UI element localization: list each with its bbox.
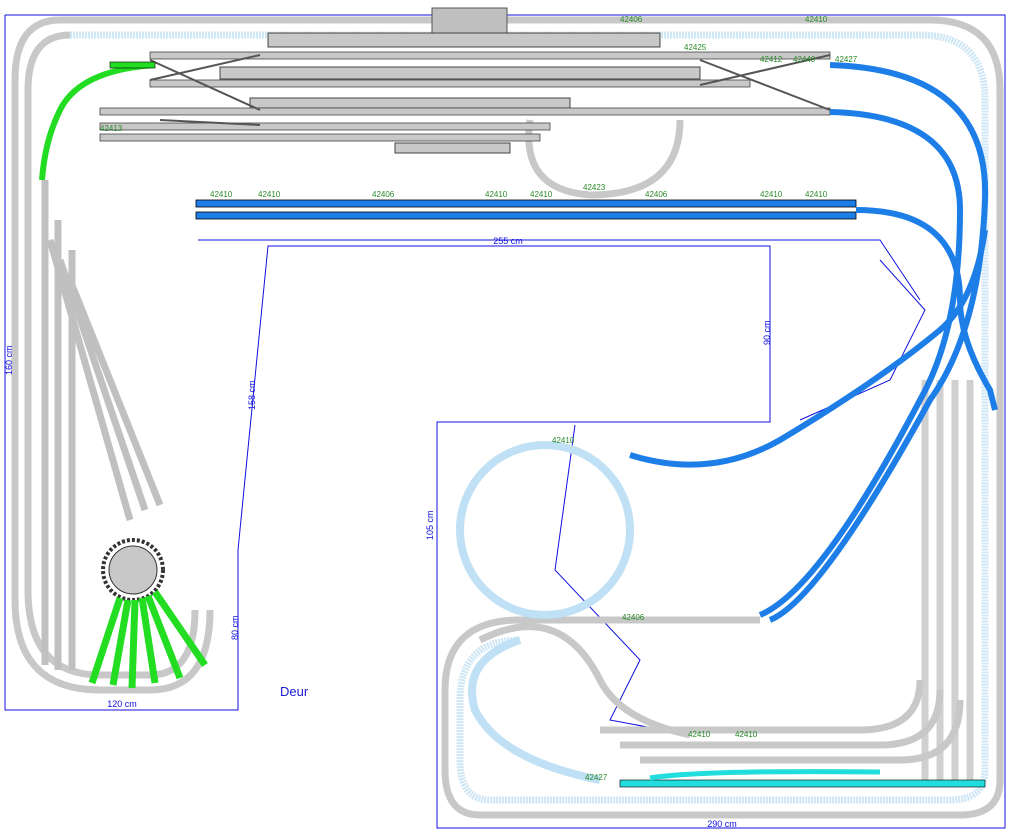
dimension-line-inner (554, 424, 691, 736)
yard-track-1 (99, 107, 831, 116)
label-straight-short: 42410 (735, 730, 758, 739)
label-curve-wide: 42440 (793, 55, 816, 64)
yard-track-2 (99, 122, 551, 131)
blue-straight-2 (195, 211, 857, 220)
door-label: Deur (280, 684, 309, 699)
label-straight-short: 42410 (552, 436, 575, 445)
blue-straight-1 (195, 199, 857, 208)
blue-curve-right-1 (768, 62, 989, 623)
yard-track-5 (149, 79, 751, 88)
label-straight-short: 42410 (805, 190, 828, 199)
dim-right-inner-height: 90 cm (762, 320, 772, 345)
label-straight-short: 42410 (805, 15, 828, 24)
outer-loops (11, 16, 1004, 819)
track-loop-left (11, 16, 214, 694)
blue-curve-right-3 (855, 207, 998, 411)
green-curve (39, 62, 156, 181)
turntable-deck (108, 545, 158, 595)
dim-lower-left-height: 80 cm (230, 615, 240, 640)
track-loop-outer-2 (70, 31, 989, 804)
label-straight-long: 42406 (645, 190, 668, 199)
track-lower-loop (468, 636, 601, 784)
label-straight-mid: 42425 (684, 43, 707, 52)
dim-middle-height: 158 cm (247, 380, 257, 410)
label-straight-short: 42410 (688, 730, 711, 739)
blue-curve-inner (629, 229, 988, 468)
wall-outline (4, 14, 1006, 829)
platform-3 (249, 97, 571, 109)
small-siding (394, 142, 511, 154)
label-straight-long: 42406 (620, 15, 643, 24)
station-yard (99, 7, 831, 154)
label-straight-short: 42410 (485, 190, 508, 199)
label-curve-outer: 42427 (585, 773, 608, 782)
dimension-labels: 255 cm 160 cm 158 cm 90 cm 80 cm 120 cm … (4, 236, 772, 829)
dimension-line-right (799, 259, 926, 421)
turntable (88, 538, 208, 689)
label-curve: 42423 (583, 183, 606, 192)
yard-switches (149, 54, 831, 126)
cyan-branch (649, 769, 881, 781)
platform-2 (219, 66, 701, 80)
dim-left-height: 160 cm (4, 345, 14, 375)
label-crossing: 42413 (100, 124, 123, 133)
blue-curve-right-2 (758, 109, 964, 618)
dim-right-section-height: 105 cm (425, 510, 435, 540)
track-circle-lightblue (456, 441, 634, 619)
room-outline (4, 14, 1006, 829)
yard-track-4 (149, 51, 831, 60)
label-straight-short: 42410 (530, 190, 553, 199)
turntable-stalls (88, 590, 208, 689)
turntable-approach (41, 180, 164, 670)
approach-tracks (41, 180, 164, 670)
track-loop-middle (525, 119, 684, 199)
label-switch: 42412 (760, 55, 783, 64)
green-siding (109, 61, 156, 69)
green-tracks (39, 61, 156, 181)
yard-track-3 (99, 133, 541, 142)
label-straight-short: 42410 (258, 190, 281, 199)
label-straight-short: 42410 (210, 190, 233, 199)
dim-bottom-right-width: 290 cm (707, 819, 737, 829)
cyan-siding (619, 779, 986, 788)
label-straight-long: 42406 (372, 190, 395, 199)
track-labels: 42410 42410 42406 42410 42410 42406 4241… (100, 15, 858, 782)
track-right-verticals (921, 380, 974, 780)
dim-top-width: 255 cm (493, 236, 523, 246)
label-straight-short: 42410 (760, 190, 783, 199)
track-loop-outer (60, 16, 1004, 819)
label-straight-long: 42406 (622, 613, 645, 622)
platform-1 (267, 32, 661, 48)
label-curve-outer: 42427 (835, 55, 858, 64)
track-bottom-right-curves (600, 679, 964, 764)
blue-tracks (195, 62, 998, 623)
track-lower-s (478, 623, 691, 739)
dimension-line-top (198, 239, 921, 301)
dim-bottom-left-width: 120 cm (107, 699, 137, 709)
